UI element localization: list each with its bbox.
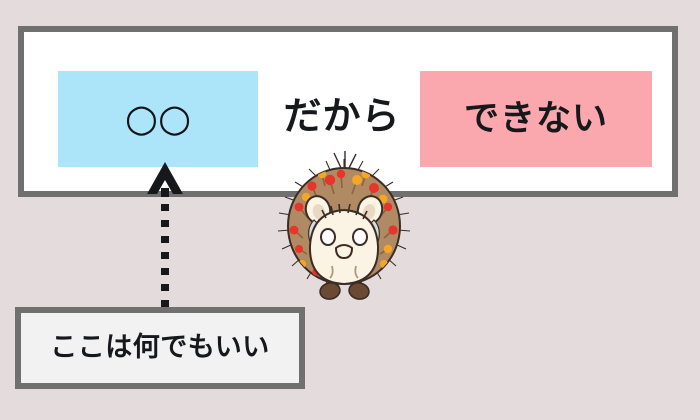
blank-slot-label: ○○ bbox=[124, 96, 192, 140]
mascot-foot-left bbox=[319, 282, 341, 300]
mascot-snout bbox=[334, 244, 354, 260]
blank-slot-box: ○○ bbox=[58, 71, 258, 167]
result-box: できない bbox=[420, 71, 652, 167]
hedgehog-mascot-icon bbox=[278, 151, 410, 300]
note-box-label: ここは何でもいい bbox=[50, 332, 270, 364]
mascot-belly-wisp-left bbox=[329, 265, 334, 279]
mascot-belly-wisp-right bbox=[354, 265, 359, 279]
mascot-foot-right bbox=[348, 282, 370, 300]
mascot-forehead-fringe bbox=[321, 203, 368, 220]
result-box-label: できない bbox=[463, 98, 608, 139]
mascot-eye-right bbox=[352, 228, 368, 246]
mascot-face bbox=[308, 208, 380, 286]
mascot-eye-left bbox=[320, 228, 336, 246]
connector-word-label: だから bbox=[283, 94, 401, 138]
note-box: ここは何でもいい bbox=[15, 307, 305, 389]
